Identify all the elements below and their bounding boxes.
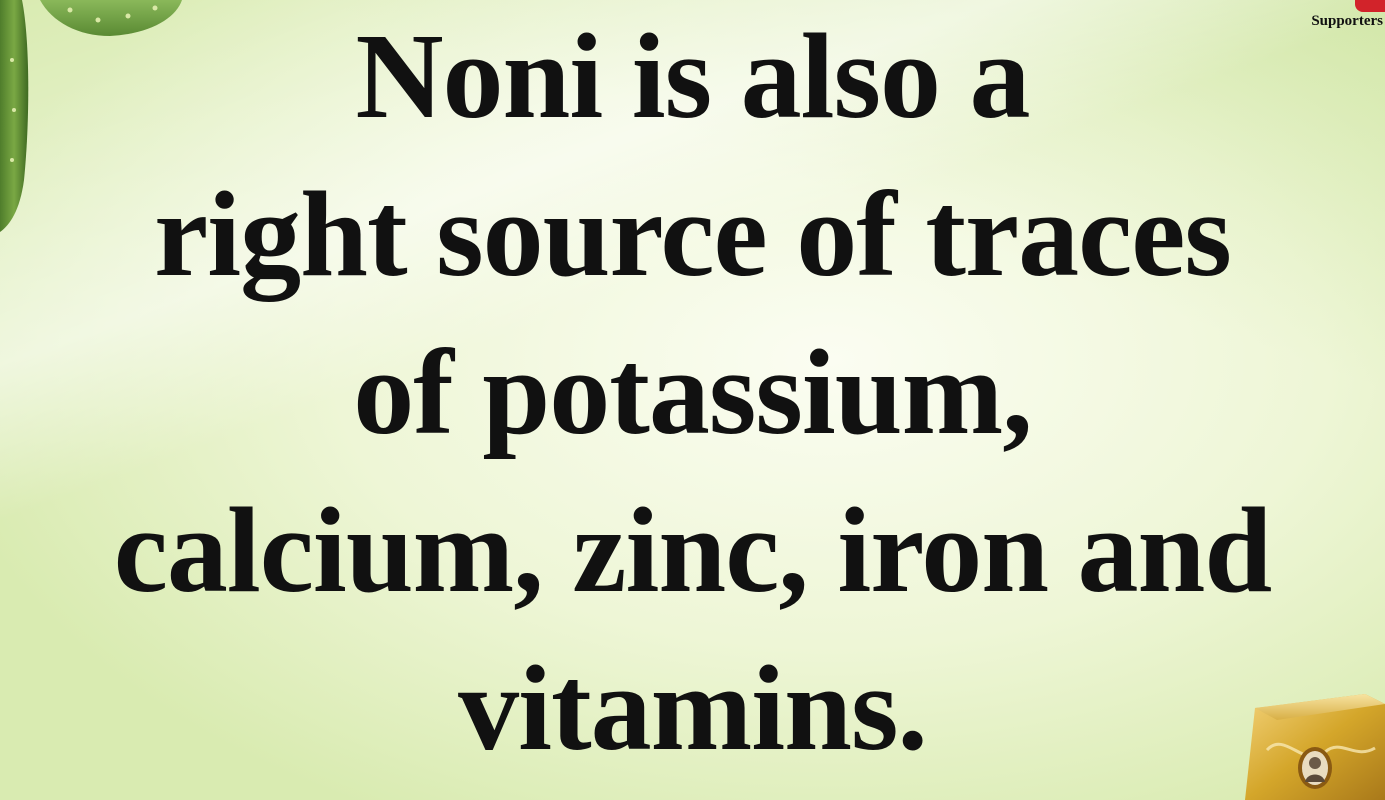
- cactus-plant-icon: [0, 0, 182, 232]
- headline-line-1: Noni is also a: [355, 9, 1030, 144]
- brand-logo: Supporters: [1295, 0, 1385, 36]
- product-box-icon: [1245, 694, 1385, 800]
- brand-tagline: Supporters: [1311, 13, 1383, 29]
- headline-line-5: vitamins.: [458, 641, 928, 776]
- brand-mark: [1355, 0, 1385, 12]
- headline-line-3: of potassium,: [353, 325, 1032, 460]
- headline-line-4: calcium, zinc, iron and: [113, 483, 1273, 618]
- headline-line-2: right source of traces: [154, 167, 1232, 302]
